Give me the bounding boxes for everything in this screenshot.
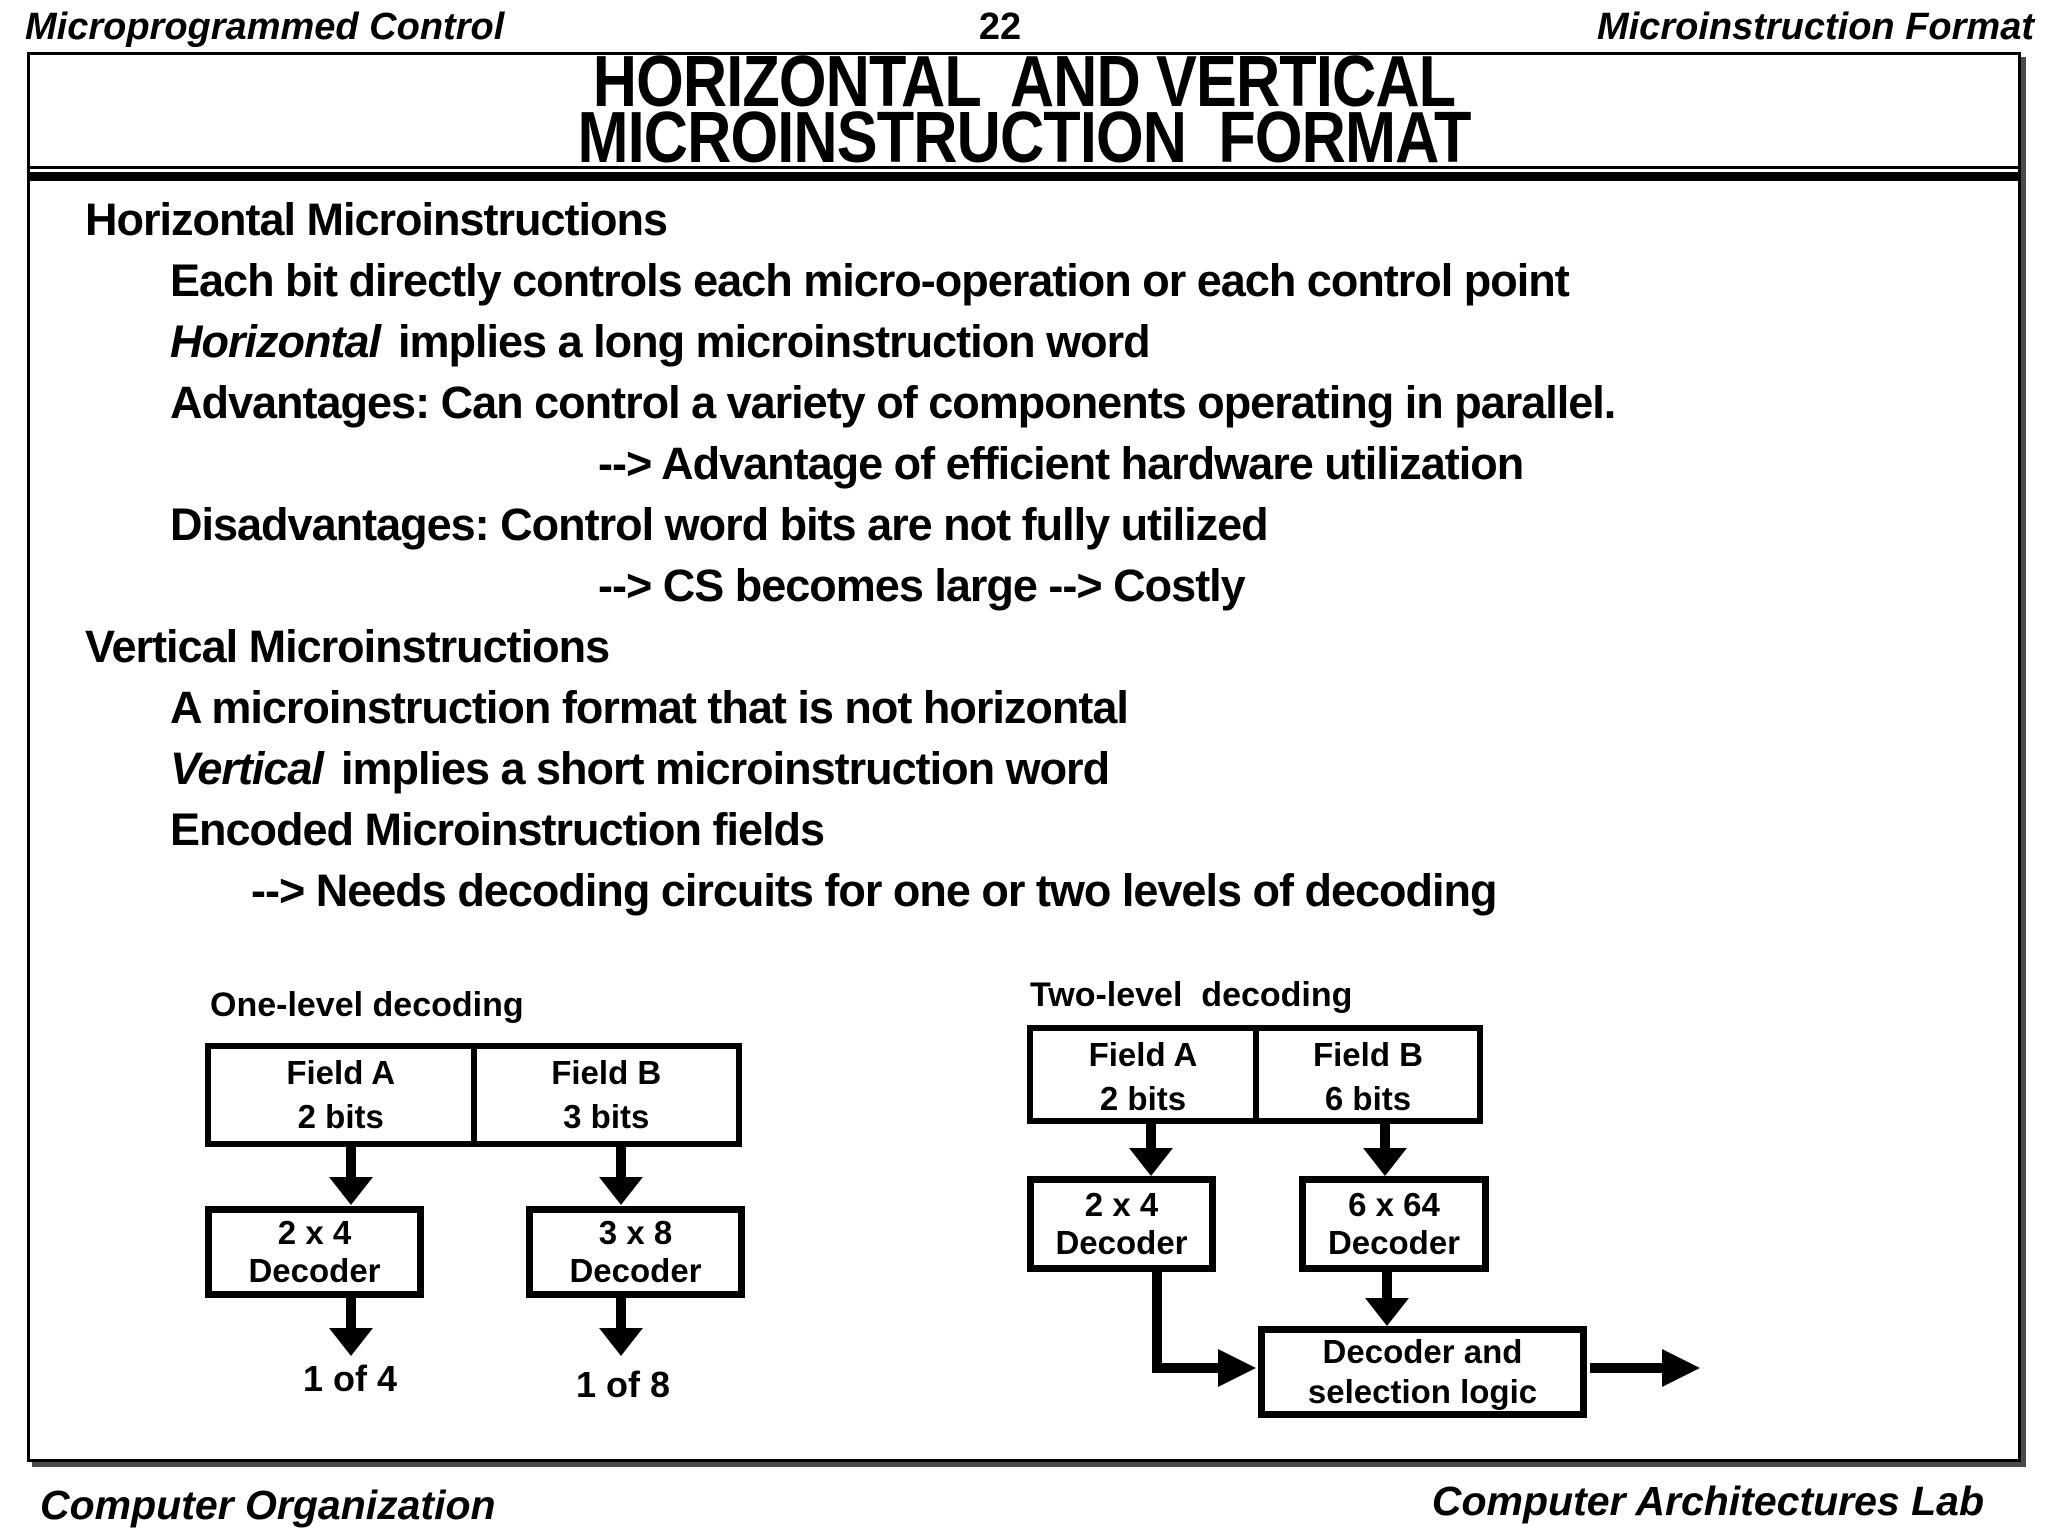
title-separator-thick xyxy=(30,172,2018,181)
italic-term: Vertical xyxy=(170,743,324,794)
body-line-arrow: --> Advantage of efficient hardware util… xyxy=(598,438,1524,489)
header-course-title: Microprogrammed Control xyxy=(25,6,505,48)
two-level-decoder-a: 2 x 4 Decoder xyxy=(1027,1176,1216,1272)
footer-lab-name: Computer Architectures Lab xyxy=(1431,1478,1984,1524)
two-level-field-b: Field B 6 bits xyxy=(1259,1031,1477,1118)
decoder-a-label: Decoder xyxy=(248,1252,381,1289)
body-line: Vertical implies a short microinstruction… xyxy=(27,738,2021,799)
field-b-name: Field B xyxy=(551,1054,662,1091)
right-arrow-icon xyxy=(1590,1349,1700,1387)
two-level-field-a: Field A 2 bits xyxy=(1033,1031,1259,1118)
two-level-diagram-label: Two-level decoding xyxy=(1030,976,1353,1014)
body-line-heading: Horizontal Microinstructions xyxy=(85,194,668,245)
slide-title-line2: MICROINSTRUCTION FORMAT xyxy=(577,98,1472,178)
page-number: 22 xyxy=(978,6,1022,48)
body-line-heading: Vertical Microinstructions xyxy=(85,621,610,672)
title-separator-thin xyxy=(30,166,2018,169)
selection-logic-line1: Decoder and xyxy=(1322,1333,1523,1370)
right-arrow-icon xyxy=(1152,1349,1256,1387)
body-line: Each bit directly controls each micro-op… xyxy=(170,255,1570,306)
field-a-bits: 2 bits xyxy=(1099,1080,1187,1117)
body-line: Horizontal implies a long microinstructio… xyxy=(27,311,2021,372)
one-level-field-b: Field B 3 bits xyxy=(477,1049,737,1141)
decoder-b-label: Decoder xyxy=(1327,1224,1461,1261)
decoder-b-size: 3 x 8 xyxy=(598,1214,673,1251)
one-level-field-register: Field A 2 bits Field B 3 bits xyxy=(205,1043,742,1147)
slide-title-line1: HORIZONTAL AND VERTICAL xyxy=(592,42,1456,122)
body-line-arrow: --> CS becomes large --> Costly xyxy=(598,560,1246,611)
body-text: Horizontal Microinstructions Each bit di… xyxy=(27,189,2021,921)
body-line: Advantages: Can control a variety of com… xyxy=(170,377,1616,428)
two-level-decoder-b: 6 x 64 Decoder xyxy=(1299,1176,1489,1272)
field-a-bits: 2 bits xyxy=(297,1098,384,1135)
field-b-bits: 6 bits xyxy=(1324,1080,1412,1117)
decoder-b-label: Decoder xyxy=(569,1252,702,1289)
selection-logic-line2: selection logic xyxy=(1307,1373,1538,1410)
italic-term: Horizontal xyxy=(170,316,381,367)
footer-course-name: Computer Organization xyxy=(40,1482,496,1528)
two-level-field-register: Field A 2 bits Field B 6 bits xyxy=(1027,1025,1483,1124)
one-level-diagram-label: One-level decoding xyxy=(210,986,524,1024)
down-arrow-icon xyxy=(329,1298,373,1356)
one-level-output-b: 1 of 8 xyxy=(575,1364,671,1405)
field-b-bits: 3 bits xyxy=(563,1098,650,1135)
down-arrow-icon xyxy=(1129,1124,1173,1176)
down-arrow-icon xyxy=(599,1147,643,1205)
decoder-b-size: 6 x 64 xyxy=(1348,1186,1440,1223)
decoder-a-label: Decoder xyxy=(1055,1224,1188,1261)
down-arrow-icon xyxy=(1363,1124,1407,1176)
field-a-name: Field A xyxy=(286,1054,396,1091)
body-line: Encoded Microinstruction fields xyxy=(170,804,825,855)
down-arrow-icon xyxy=(599,1298,643,1356)
one-level-output-a: 1 of 4 xyxy=(302,1358,398,1399)
decoder-a-size: 2 x 4 xyxy=(1084,1186,1159,1223)
field-b-name: Field B xyxy=(1312,1036,1423,1073)
body-line-arrow: --> Needs decoding circuits for one or t… xyxy=(251,865,1497,916)
body-line: Disadvantages: Control word bits are not… xyxy=(170,499,1269,550)
one-level-field-a: Field A 2 bits xyxy=(211,1049,477,1141)
body-line-rest: implies a long microinstruction word xyxy=(398,316,1151,367)
decoder-a-size: 2 x 4 xyxy=(277,1214,352,1251)
header-section-title: Microinstruction Format xyxy=(1596,6,2034,48)
one-level-decoder-a: 2 x 4 Decoder xyxy=(205,1206,424,1298)
connector-line-vertical xyxy=(1152,1272,1162,1373)
field-a-name: Field A xyxy=(1088,1036,1198,1073)
body-line: A microinstruction format that is not ho… xyxy=(170,682,1129,733)
two-level-selection-logic: Decoder and selection logic xyxy=(1258,1326,1587,1418)
one-level-decoder-b: 3 x 8 Decoder xyxy=(526,1206,745,1298)
down-arrow-icon xyxy=(1365,1272,1409,1326)
body-line-rest: implies a short microinstruction word xyxy=(340,743,1110,794)
down-arrow-icon xyxy=(329,1147,373,1205)
slide-title: HORIZONTAL AND VERTICAL MICROINSTRUCTION… xyxy=(27,42,2021,178)
